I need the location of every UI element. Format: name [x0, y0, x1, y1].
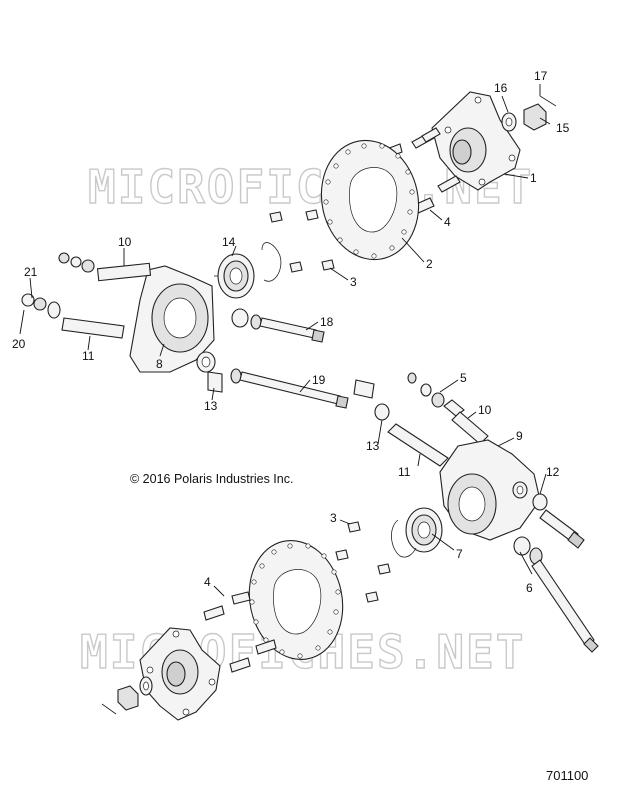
- brake-disc-top: [320, 139, 420, 261]
- callout-5: 5: [460, 371, 467, 385]
- bolts-3-lower: [335, 521, 391, 603]
- hub-lower: [139, 627, 221, 721]
- brake-disc-lower: [248, 539, 344, 661]
- callout-10-lower: 10: [478, 403, 492, 417]
- sleeves-top: [61, 262, 152, 339]
- drawing-number: 701100: [546, 768, 589, 783]
- callout-11-top: 11: [82, 349, 95, 363]
- callout-15: 15: [556, 121, 570, 135]
- callout-1: 1: [530, 171, 537, 185]
- snap-ring-top: [261, 242, 282, 282]
- washer-nut-pin-top: [501, 95, 557, 132]
- callout-21: 21: [24, 265, 38, 279]
- bushings-5: [353, 372, 465, 421]
- callout-10-top: 10: [118, 235, 132, 249]
- callout-3-lower: 3: [330, 511, 337, 525]
- callout-2: 2: [426, 257, 433, 271]
- callout-14: 14: [222, 235, 236, 249]
- hub-studs-lower: [203, 591, 277, 673]
- callout-19: 19: [312, 373, 326, 387]
- bolts-3-top: [269, 209, 335, 273]
- washer-nut-pin-lower: [101, 676, 153, 715]
- callout-4-top: 4: [444, 215, 451, 229]
- copyright-notice: © 2016 Polaris Industries Inc.: [130, 472, 294, 486]
- leader-lines: [19, 84, 551, 597]
- hub-top: [431, 91, 521, 191]
- callout-12: 12: [546, 465, 560, 479]
- knuckle-8: [129, 265, 216, 373]
- bearing-top: [214, 253, 255, 299]
- callout-17: 17: [534, 69, 548, 83]
- callout-13-top: 13: [204, 399, 218, 413]
- callout-6: 6: [526, 581, 533, 595]
- bushings-left-top: [21, 252, 95, 319]
- callout-11-lower: 11: [398, 465, 411, 479]
- callout-9: 9: [516, 429, 523, 443]
- bearing-lower: [391, 507, 443, 558]
- callout-7: 7: [456, 547, 463, 561]
- sleeves-lower: [387, 411, 489, 467]
- callout-4-lower: 4: [204, 575, 211, 589]
- callout-20: 20: [12, 337, 26, 351]
- callout-3-top: 3: [350, 275, 357, 289]
- callout-16: 16: [494, 81, 508, 95]
- callout-8: 8: [156, 357, 163, 371]
- knuckle-9: [439, 439, 541, 541]
- bolts-lower-right: [513, 493, 599, 653]
- bolts-18-19: [207, 308, 349, 409]
- callout-13-lower: 13: [366, 439, 380, 453]
- callout-18: 18: [320, 315, 334, 329]
